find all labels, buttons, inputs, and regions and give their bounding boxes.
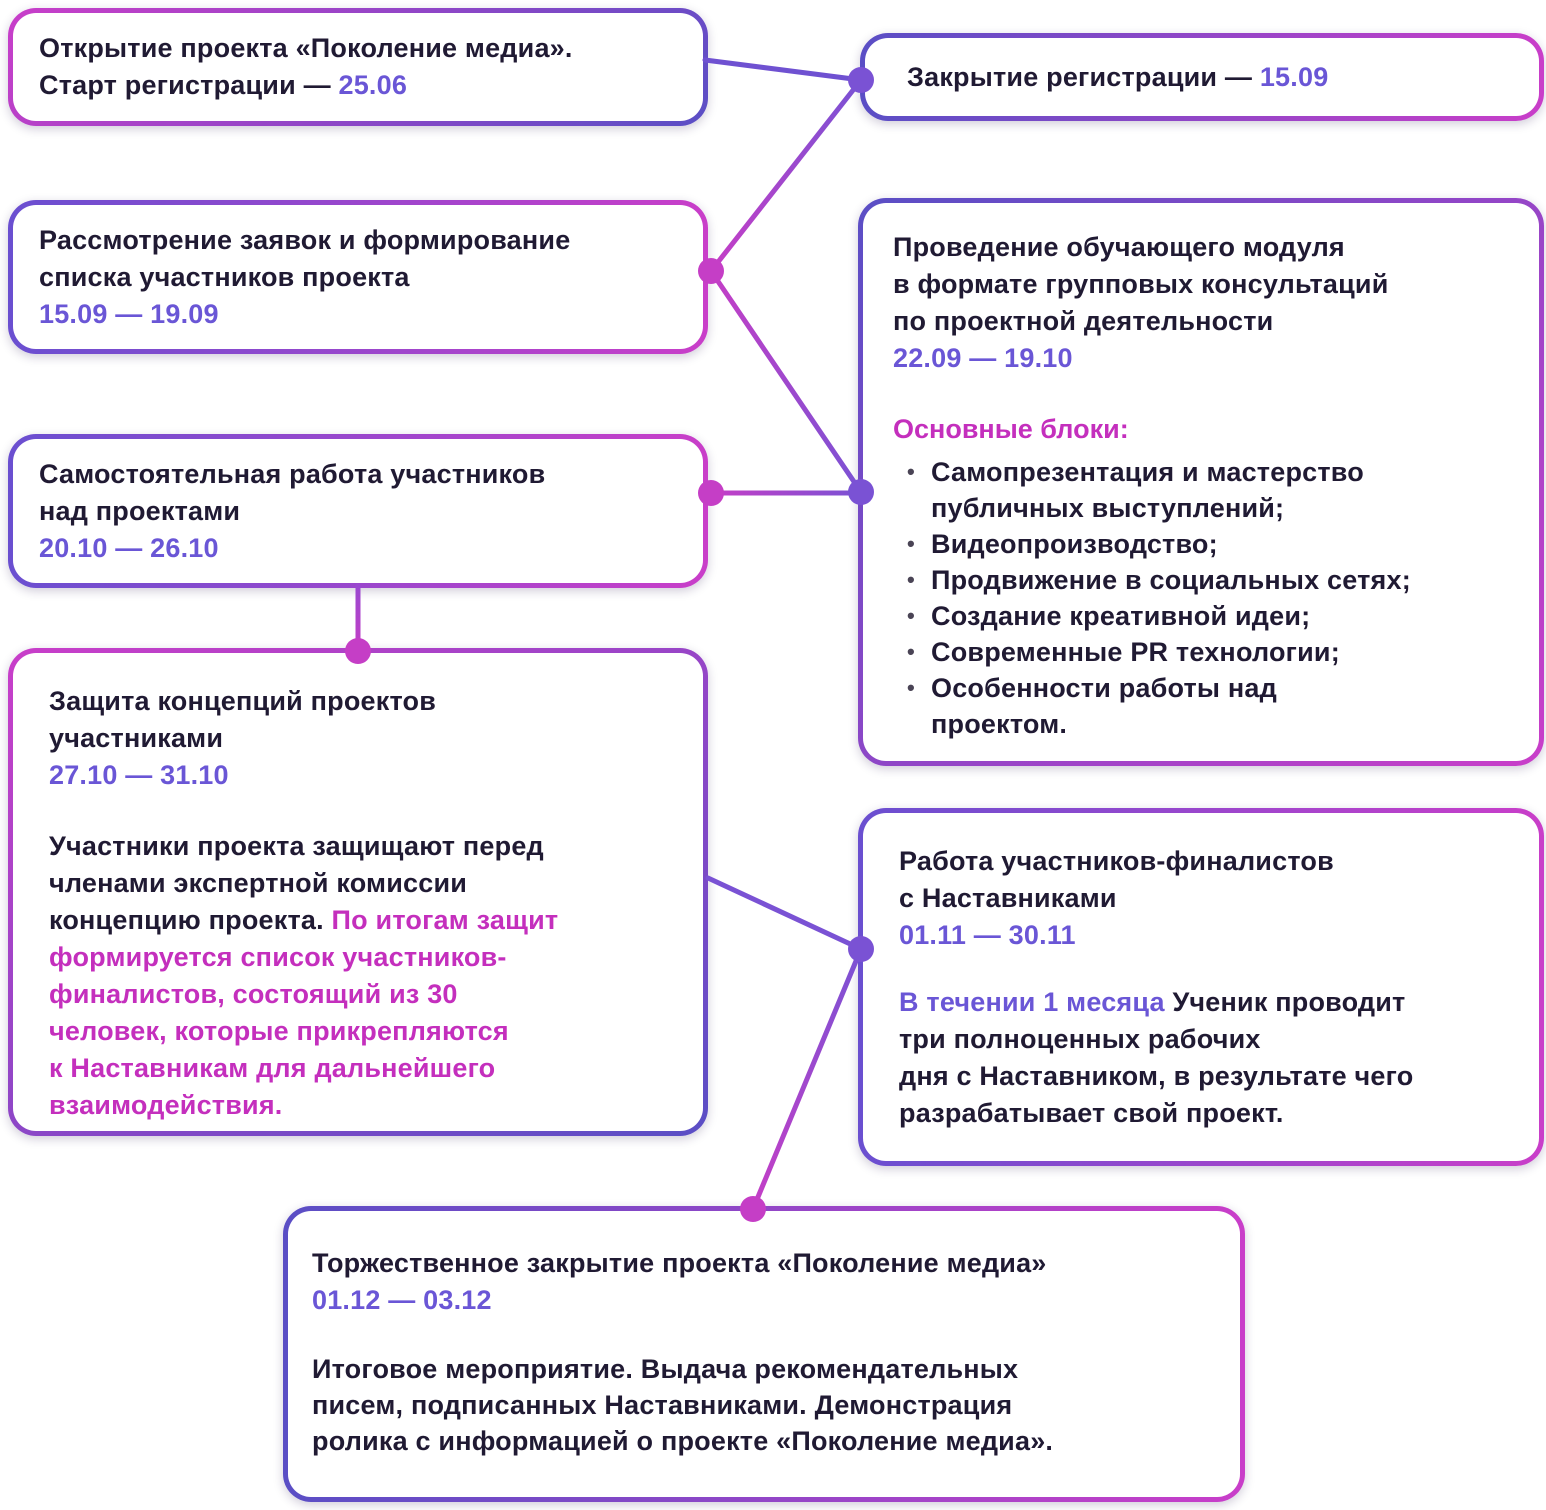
stage-card-mentors: Работа участников-финалистов с Наставник… — [858, 808, 1544, 1166]
stage-defense-date: 27.10 — 31.10 — [49, 760, 229, 790]
connector-mentors-closing — [750, 946, 864, 1212]
stage-defense-title: Защита концепций проектов участниками — [49, 686, 437, 753]
stage-opening-date: 25.06 — [338, 70, 408, 100]
defense-body-normal: Участники проекта защищают перед членами… — [49, 831, 544, 935]
training-blocks-list: Самопрезентация и мастерство публичных в… — [893, 454, 1511, 742]
stage-applications-title: Рассмотрение заявок и формирование списк… — [39, 224, 571, 292]
stage-card-closing: Торжественное закрытие проекта «Поколени… — [283, 1206, 1245, 1502]
training-block-item: Видеопроизводство; — [901, 526, 1511, 562]
stage-card-registration-close: Закрытие регистрации — 15.09 — [860, 33, 1544, 121]
training-block-item: Современные PR технологии; — [901, 634, 1511, 670]
training-block-item: Особенности работы над проектом. — [901, 670, 1511, 742]
stage-regclose-text: Закрытие регистрации — — [907, 61, 1260, 92]
stage-regclose-title: Закрытие регистрации — 15.09 — [907, 59, 1328, 96]
connector-regclose-applications — [708, 77, 864, 274]
stage-training-date: 22.09 — 19.10 — [893, 343, 1073, 373]
mentors-body-highlight: В течении 1 месяца — [899, 987, 1173, 1017]
stage-applications-date: 15.09 — 19.09 — [39, 298, 219, 329]
stage-regclose-date: 15.09 — [1259, 61, 1329, 92]
training-blocks-label: Основные блоки: — [893, 414, 1129, 444]
training-block-item: Создание креативной идеи; — [901, 598, 1511, 634]
training-block-item: Продвижение в социальных сетях; — [901, 562, 1511, 598]
stage-opening-title: Открытие проекта «Поколение медиа». Стар… — [39, 30, 679, 104]
stage-card-independent-work: Самостоятельная работа участников над пр… — [8, 434, 708, 588]
defense-body-highlight: По итогам защит формируется список участ… — [49, 905, 559, 1120]
stage-mentors-body: В течении 1 месяца Ученик проводит три п… — [899, 984, 1513, 1132]
stage-closing-title: Торжественное закрытие проекта «Поколени… — [312, 1248, 1047, 1278]
stage-card-opening: Открытие проекта «Поколение медиа». Стар… — [8, 8, 708, 126]
connector-applications-training — [708, 268, 864, 495]
stage-independent-title: Самостоятельная работа участников над пр… — [39, 458, 546, 526]
stage-card-training: Проведение обучающего модуля в формате г… — [858, 198, 1544, 766]
stage-defense-body: Участники проекта защищают перед членами… — [49, 828, 677, 1124]
stage-card-defense: Защита концепций проектов участниками 27… — [8, 648, 708, 1136]
connector-defense-mentors — [705, 875, 864, 952]
stage-training-title: Проведение обучающего модуля в формате г… — [893, 232, 1389, 336]
connector-opening-regclose — [702, 57, 864, 83]
stage-opening-text: Открытие проекта «Поколение медиа». Стар… — [39, 33, 573, 100]
training-block-item: Самопрезентация и мастерство публичных в… — [901, 454, 1511, 526]
mentors-body-normal: Ученик проводит три полноценных рабочих … — [899, 987, 1414, 1128]
stage-closing-date: 01.12 — 03.12 — [312, 1285, 492, 1315]
stage-card-applications: Рассмотрение заявок и формирование списк… — [8, 200, 708, 354]
stage-mentors-date: 01.11 — 30.11 — [899, 920, 1076, 950]
stage-independent-date: 20.10 — 26.10 — [39, 532, 219, 563]
stage-closing-body: Итоговое мероприятие. Выдача рекомендате… — [312, 1354, 1054, 1456]
stage-mentors-title: Работа участников-финалистов с Наставник… — [899, 846, 1334, 913]
